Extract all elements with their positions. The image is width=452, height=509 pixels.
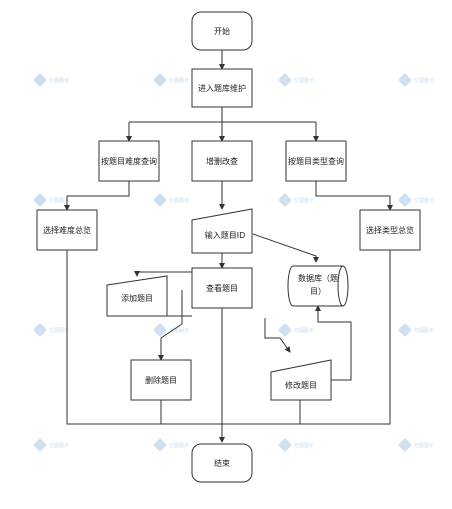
edge-modify-to-db	[315, 305, 352, 381]
node-by-difficulty-label: 按题目难度查询	[101, 156, 157, 166]
watermark-text: 亿图图示	[169, 197, 189, 204]
watermark: 亿图图示	[153, 323, 189, 337]
watermark-text: 亿图图示	[414, 197, 434, 204]
edge-type-to-select	[315, 181, 393, 211]
watermark-text: 亿图图示	[169, 77, 189, 84]
node-view: 查看题目	[191, 267, 253, 309]
node-by-type-label: 按题目类型查询	[288, 156, 344, 166]
node-enter-maint-label: 进入题库维护	[198, 83, 246, 93]
watermark-text: 亿图图示	[169, 442, 189, 449]
edge-difficulty-to-select	[64, 181, 130, 211]
diamond-logo-icon	[398, 438, 412, 452]
node-database: 数据库（题 目）	[287, 265, 349, 307]
watermark-text: 亿图图示	[49, 327, 69, 334]
watermark: 亿图图示	[153, 73, 189, 87]
node-by-type: 按题目类型查询	[285, 140, 347, 182]
watermark: 亿图图示	[33, 193, 69, 207]
watermark: 亿图图示	[153, 438, 189, 452]
edge-view-to-add	[134, 271, 192, 277]
watermark: 亿图图示	[398, 193, 434, 207]
node-add: 添加题目	[106, 275, 168, 317]
node-database-label-2: 目）	[310, 287, 326, 296]
node-input-id-label: 输入题目ID	[205, 230, 246, 240]
diamond-logo-icon	[278, 438, 292, 452]
diamond-logo-icon	[33, 438, 47, 452]
node-view-label: 查看题目	[206, 283, 238, 293]
node-select-difficulty-label: 选择难度总览	[43, 225, 91, 235]
watermark-text: 亿图图示	[294, 77, 314, 84]
diamond-logo-icon	[153, 73, 167, 87]
watermark-layer: 亿图图示亿图图示亿图图示亿图图示亿图图示亿图图示亿图图示亿图图示亿图图示亿图图示…	[33, 73, 434, 452]
edge-left-return	[66, 250, 222, 425]
watermark: 亿图图示	[398, 323, 434, 337]
node-modify-label: 修改题目	[285, 380, 317, 390]
watermark-text: 亿图图示	[49, 197, 69, 204]
watermark-text: 亿图图示	[49, 77, 69, 84]
node-crud-label: 增删改查	[206, 156, 238, 166]
diamond-logo-icon	[398, 193, 412, 207]
watermark: 亿图图示	[278, 323, 314, 337]
edge-input-to-db	[252, 233, 319, 263]
watermark: 亿图图示	[278, 73, 314, 87]
watermark-text: 亿图图示	[414, 77, 434, 84]
watermark-text: 亿图图示	[414, 327, 434, 334]
diamond-logo-icon	[278, 73, 292, 87]
node-enter-maint: 进入题库维护	[191, 68, 253, 108]
watermark: 亿图图示	[278, 438, 314, 452]
diamond-logo-icon	[278, 193, 292, 207]
diamond-logo-icon	[33, 193, 47, 207]
node-end: 结束	[191, 443, 253, 483]
watermark: 亿图图示	[33, 438, 69, 452]
node-modify: 修改题目	[270, 359, 332, 401]
watermark-text: 亿图图示	[414, 442, 434, 449]
diamond-logo-icon	[33, 73, 47, 87]
diamond-logo-icon	[398, 323, 412, 337]
node-add-label: 添加题目	[121, 293, 153, 303]
node-select-difficulty: 选择难度总览	[36, 209, 98, 251]
watermark-text: 亿图图示	[294, 442, 314, 449]
edge-right-return	[222, 250, 391, 425]
edge-view-to-delete	[158, 290, 183, 361]
watermark: 亿图图示	[33, 323, 69, 337]
diamond-logo-icon	[398, 73, 412, 87]
diamond-logo-icon	[153, 323, 167, 337]
node-database-label-1: 数据库（题	[298, 273, 338, 283]
watermark-text: 亿图图示	[169, 327, 189, 334]
node-delete-label: 删除题目	[145, 375, 177, 385]
watermark: 亿图图示	[278, 193, 314, 207]
node-select-type-label: 选择类型总览	[366, 225, 414, 235]
node-by-difficulty: 按题目难度查询	[98, 140, 160, 182]
node-start: 开始	[191, 11, 253, 51]
diamond-logo-icon	[33, 323, 47, 337]
node-start-label: 开始	[214, 26, 230, 36]
watermark-text: 亿图图示	[294, 327, 314, 334]
watermark-text: 亿图图示	[49, 442, 69, 449]
diamond-logo-icon	[278, 323, 292, 337]
node-select-type: 选择类型总览	[359, 209, 421, 251]
edge-view-to-modify	[264, 318, 291, 353]
node-input-id: 输入题目ID	[191, 208, 253, 254]
connectors	[64, 50, 393, 443]
diamond-logo-icon	[153, 193, 167, 207]
watermark: 亿图图示	[398, 73, 434, 87]
watermark: 亿图图示	[398, 438, 434, 452]
node-end-label: 结束	[214, 458, 230, 468]
watermark-text: 亿图图示	[294, 197, 314, 204]
node-crud: 增删改查	[191, 140, 253, 182]
watermark: 亿图图示	[153, 193, 189, 207]
watermark: 亿图图示	[33, 73, 69, 87]
diamond-logo-icon	[153, 438, 167, 452]
node-delete: 删除题目	[130, 359, 192, 401]
